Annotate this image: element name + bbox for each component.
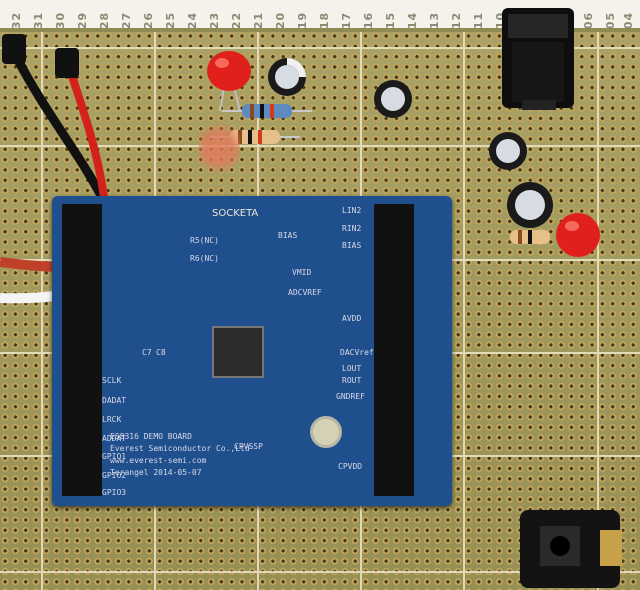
component-label: ADCVREF bbox=[288, 288, 322, 297]
dc-jack bbox=[502, 8, 574, 110]
pin-label: DADAT bbox=[102, 396, 127, 405]
board-title-line1: ES8316 DEMO BOARD bbox=[110, 432, 192, 441]
right-header bbox=[374, 204, 414, 496]
board-title-line4: Terangel 2014-05-07 bbox=[110, 468, 202, 477]
pin-label: LOUT bbox=[342, 364, 362, 373]
resistor bbox=[210, 130, 300, 144]
pin-label: CPVDD bbox=[338, 462, 363, 471]
resistor bbox=[222, 104, 312, 118]
solder-glow bbox=[198, 118, 240, 178]
component-label: R5(NC) bbox=[190, 236, 219, 245]
demo-board: SOCKETA SCLK DADAT LRCK ADDAT GPIO1 GPIO… bbox=[52, 196, 452, 506]
mounting-hole bbox=[310, 416, 342, 448]
component-label: C7 bbox=[142, 348, 152, 357]
pin-label: LIN2 bbox=[342, 206, 362, 215]
pin-label: DACVref bbox=[340, 348, 374, 357]
pin-label: GPIO3 bbox=[102, 488, 127, 497]
left-header bbox=[62, 204, 102, 496]
component-label: VMID bbox=[292, 268, 312, 277]
pin-label: GPIO2 bbox=[102, 471, 127, 480]
capacitor bbox=[268, 58, 306, 96]
red-led-top bbox=[207, 51, 251, 112]
capacitor bbox=[489, 132, 527, 170]
pin-label: BIAS bbox=[342, 241, 362, 250]
board-title-line2: Everest Semiconductor Co.,Ltd bbox=[110, 444, 250, 453]
capacitor bbox=[374, 80, 412, 118]
pin-label: ROUT bbox=[342, 376, 362, 385]
audio-jack bbox=[520, 510, 622, 588]
component-label: BIAS bbox=[278, 231, 298, 240]
codec-chip bbox=[212, 326, 264, 378]
capacitor bbox=[507, 182, 553, 228]
component-label: R6(NC) bbox=[190, 254, 219, 263]
red-led-right bbox=[556, 213, 600, 257]
socket-label: SOCKETA bbox=[212, 208, 259, 219]
component-label: CPVSSP bbox=[234, 442, 263, 451]
pin-label: GNDREF bbox=[336, 392, 365, 401]
resistor bbox=[510, 230, 550, 244]
pin-label: LRCK bbox=[102, 415, 122, 424]
board-title-line3: www.everest-semi.com bbox=[110, 456, 207, 465]
pin-label: RIN2 bbox=[342, 224, 362, 233]
pin-label: AVDD bbox=[342, 314, 362, 323]
pin-label: GPIO1 bbox=[102, 452, 127, 461]
component-label: C8 bbox=[156, 348, 166, 357]
pin-label: ADDAT bbox=[102, 434, 127, 443]
pin-label: SCLK bbox=[102, 376, 122, 385]
